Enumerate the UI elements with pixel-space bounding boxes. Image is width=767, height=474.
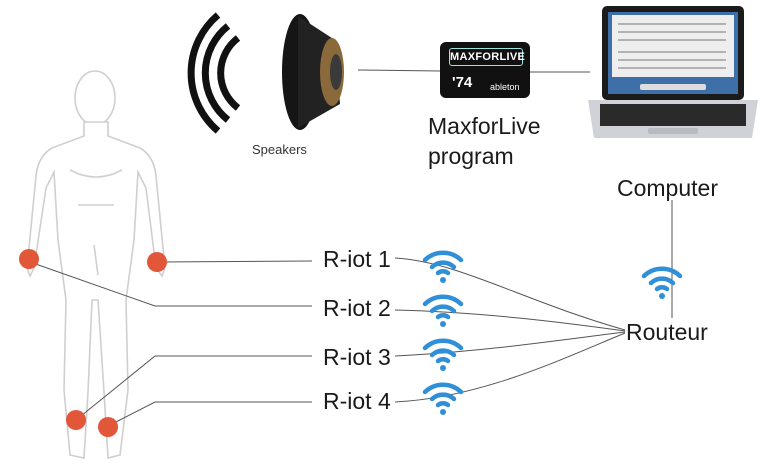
wifi-icon	[422, 250, 464, 283]
line-riot2-router	[394, 309, 626, 332]
connection-lines	[29, 69, 673, 427]
router-label: Routeur	[626, 319, 708, 345]
riot-4-label: R-iot 4	[323, 388, 391, 414]
human-body-icon	[26, 70, 166, 460]
sensor-left-ankle	[66, 410, 86, 430]
line-sensor-right-wrist	[157, 260, 313, 263]
sensor-right-ankle	[98, 417, 118, 437]
line-riot1-router	[394, 257, 626, 331]
sensor-right-wrist	[147, 252, 167, 272]
wifi-icon	[422, 294, 464, 327]
maxforlive-brand: MAXFORLIVE	[449, 48, 525, 66]
wifi-icon	[641, 266, 683, 299]
program-label-line1: MaxforLive	[428, 113, 541, 139]
line-riot4-router	[394, 332, 626, 403]
cycling74-mark: '74	[452, 74, 473, 91]
program-label-line2: program	[428, 143, 514, 169]
speakers-label: Speakers	[252, 142, 307, 157]
riot-2-label: R-iot 2	[323, 295, 391, 321]
riot-3-label: R-iot 3	[323, 344, 391, 370]
wifi-icons	[422, 250, 683, 415]
sensors	[19, 249, 167, 437]
computer-label: Computer	[617, 175, 718, 201]
riot-1-label: R-iot 1	[323, 246, 391, 272]
line-riot3-router	[394, 331, 626, 357]
laptop-icon	[588, 6, 758, 138]
ableton-mark: ableton	[490, 82, 520, 92]
line-sensor-left-ankle	[75, 355, 312, 421]
speaker-icon	[187, 12, 344, 134]
wifi-icon	[422, 338, 464, 371]
line-speaker-program	[357, 69, 441, 72]
wifi-icon	[422, 382, 464, 415]
line-sensor-right-ankle	[107, 401, 312, 427]
sensor-left-wrist	[19, 249, 39, 269]
maxforlive-logo: MAXFORLIVE '74 ableton	[440, 42, 530, 98]
line-sensor-left-wrist	[29, 261, 312, 307]
